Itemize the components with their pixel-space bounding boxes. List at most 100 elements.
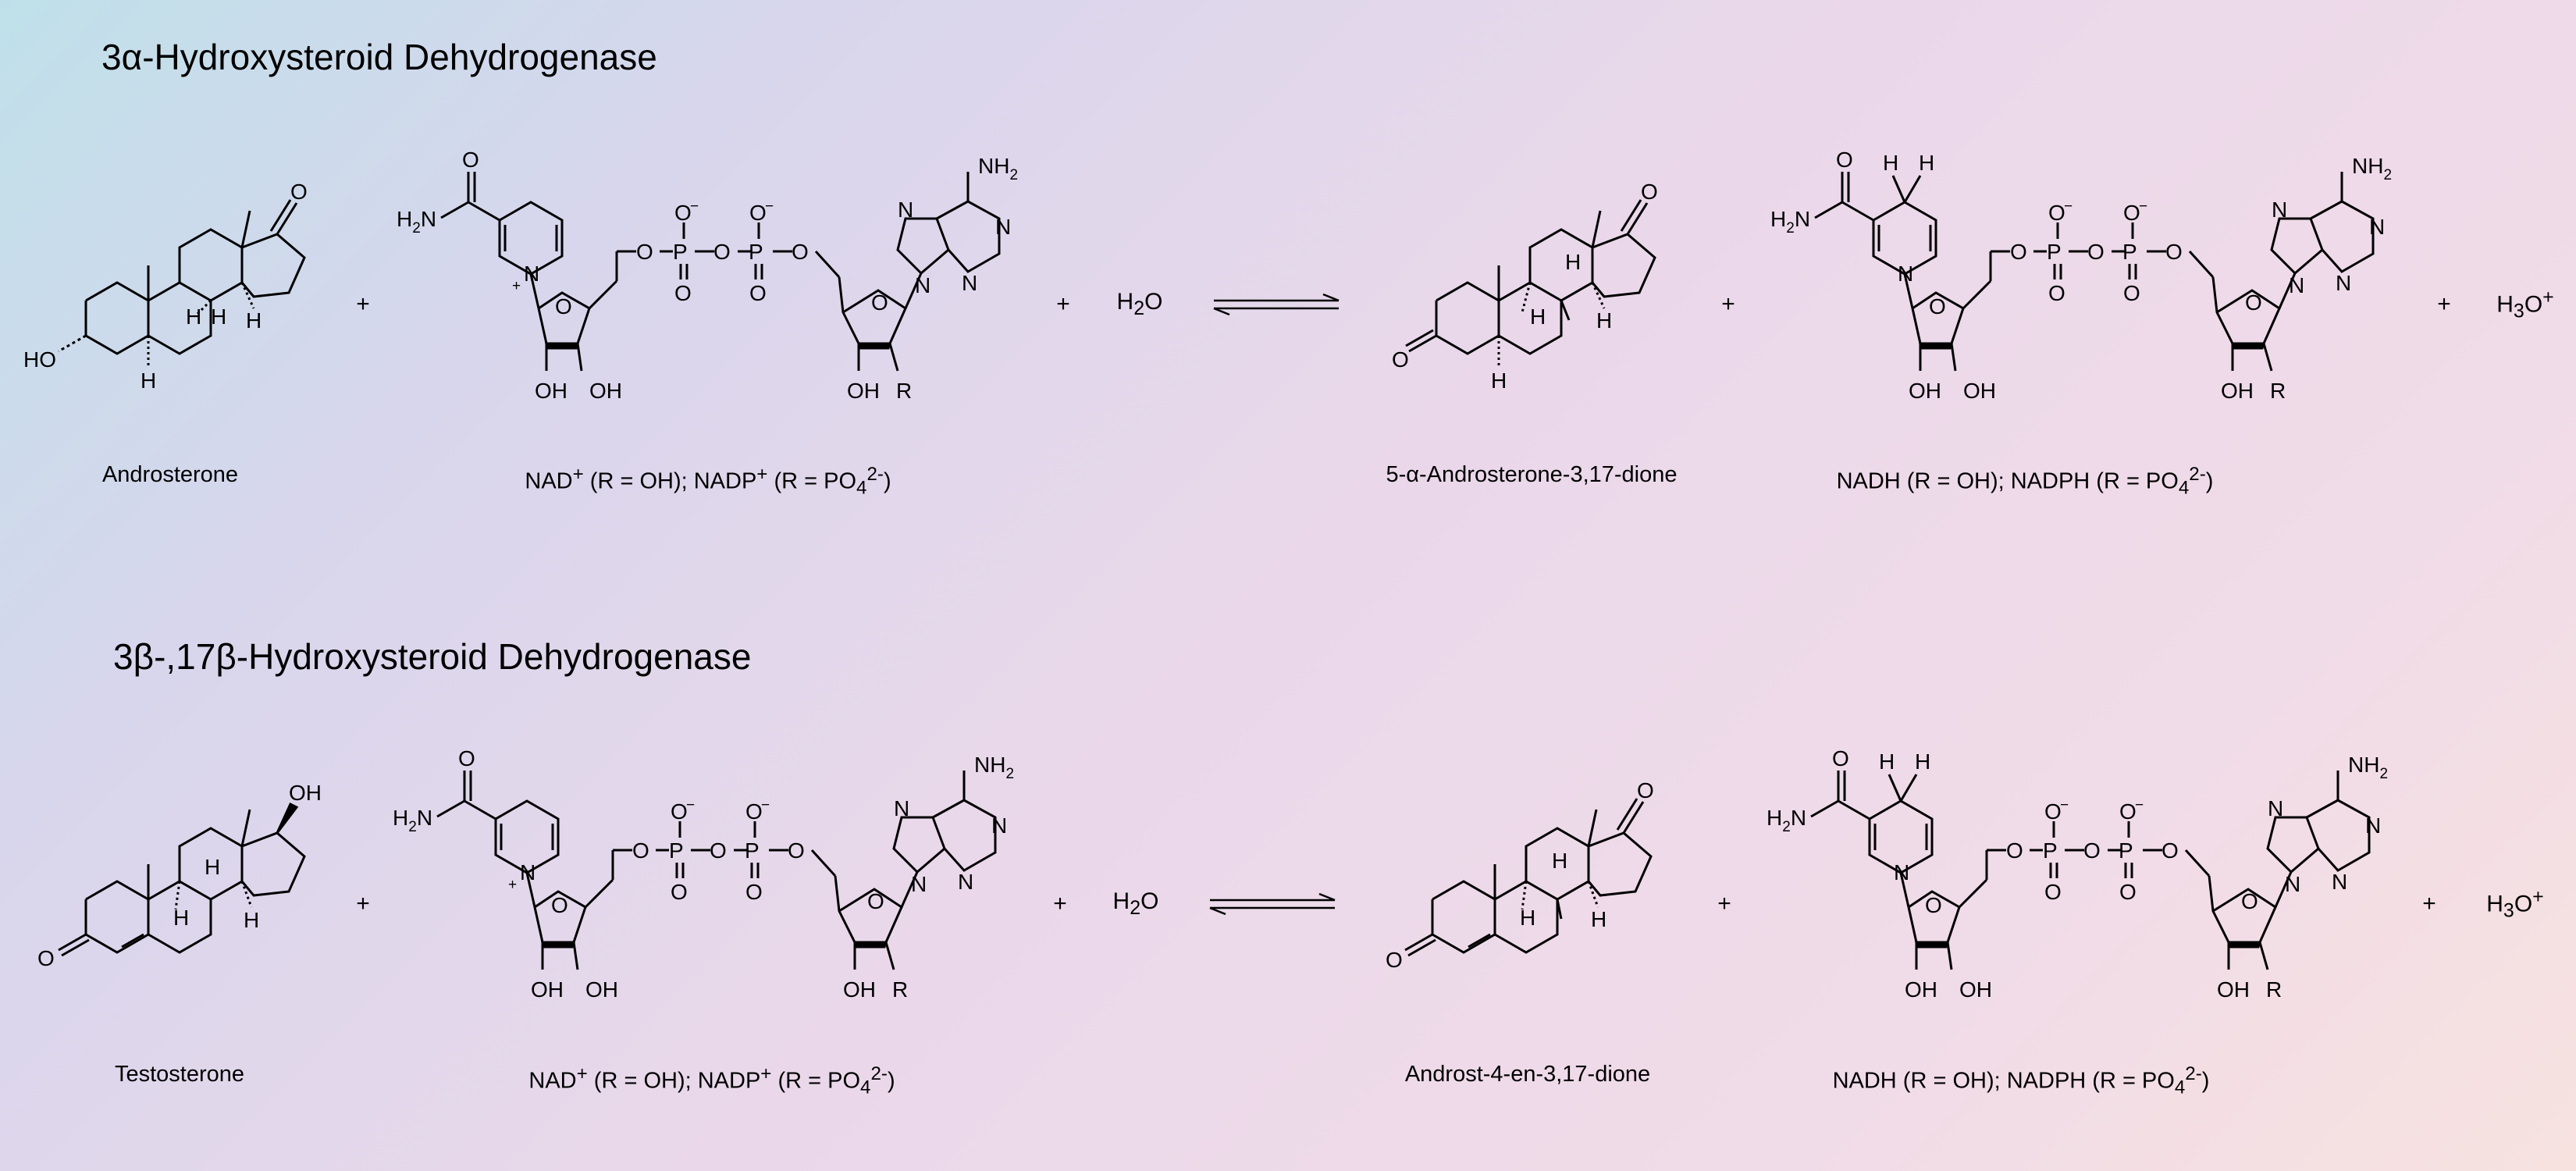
product-label-1: 5-α-Androsterone-3,17-dione bbox=[1386, 462, 1678, 487]
o-label: O bbox=[2048, 281, 2065, 305]
ring-o: O bbox=[2245, 290, 2262, 315]
lbl: + bbox=[572, 464, 584, 485]
lbl: 3 bbox=[113, 636, 133, 677]
lbl: H bbox=[2486, 891, 2503, 917]
lbl: 4 bbox=[2178, 477, 2190, 499]
lbl: O bbox=[1144, 289, 1163, 315]
o-label: O bbox=[2006, 838, 2023, 863]
plus-sign: + bbox=[2422, 891, 2436, 917]
o-label: O bbox=[2048, 201, 2065, 225]
amide-o: O bbox=[1832, 746, 1849, 771]
o-label: O bbox=[2087, 240, 2105, 264]
lbl: -,17 bbox=[154, 636, 216, 677]
lbl: -Hydroxysteroid Dehydrogenase bbox=[236, 636, 752, 677]
h-label: H bbox=[244, 908, 259, 932]
ring-o: O bbox=[555, 294, 572, 319]
lbl: 3 bbox=[2503, 899, 2514, 922]
h-label: H bbox=[205, 855, 220, 879]
water: H2O bbox=[1113, 888, 1159, 920]
plus-sign: + bbox=[356, 891, 370, 917]
reduced-label-1: NADH (R = OH); NADPH (R = PO42-) bbox=[1837, 464, 2214, 499]
minus: − bbox=[690, 198, 699, 215]
h-label: H bbox=[1565, 250, 1581, 274]
amide-n: H2N bbox=[1770, 207, 1810, 237]
lbl: NAD bbox=[525, 468, 573, 494]
h-label: H bbox=[1919, 151, 1934, 175]
oh-label: OH bbox=[847, 379, 880, 403]
o-label: O bbox=[792, 240, 809, 264]
o-label: O bbox=[2044, 799, 2062, 824]
o-label: O bbox=[788, 838, 805, 863]
h-label: H bbox=[1520, 906, 1535, 930]
o-label: O bbox=[2119, 799, 2137, 824]
nh2-label: NH2 bbox=[2348, 753, 2388, 782]
lbl: 2- bbox=[2185, 1063, 2202, 1084]
o-label: O bbox=[1386, 948, 1403, 972]
o-label: O bbox=[745, 799, 763, 824]
lbl: 2- bbox=[2189, 464, 2206, 485]
lbl: β bbox=[215, 636, 237, 677]
lbl: 4 bbox=[2174, 1077, 2186, 1098]
nh2-label: NH2 bbox=[974, 753, 1014, 782]
p-label: P bbox=[2043, 838, 2058, 863]
h-label: H bbox=[173, 906, 189, 930]
h-label: H bbox=[211, 304, 226, 329]
o-label: O bbox=[2161, 838, 2179, 863]
n-label: N bbox=[2336, 271, 2351, 295]
ring-o: O bbox=[871, 290, 888, 315]
equilibrium-arrow bbox=[1209, 892, 1336, 916]
o-label: O bbox=[710, 838, 727, 863]
h-label: H bbox=[246, 308, 262, 333]
lbl: H bbox=[2496, 291, 2514, 318]
n-label: N bbox=[962, 271, 977, 295]
substrate-label-1: Androsterone bbox=[101, 462, 239, 487]
plus-sign: + bbox=[356, 291, 370, 317]
p-label: P bbox=[669, 838, 684, 863]
amide-n: H2N bbox=[393, 806, 432, 835]
n-label: N bbox=[898, 198, 913, 222]
lbl: (R = OH); NADP bbox=[583, 468, 757, 494]
lbl: + bbox=[2532, 885, 2544, 908]
n-label: N bbox=[915, 273, 930, 297]
o-label: O bbox=[632, 838, 649, 863]
p-label: P bbox=[2119, 838, 2133, 863]
o-label: O bbox=[674, 201, 692, 225]
lbl: + bbox=[576, 1063, 588, 1084]
oh-label: OH bbox=[1905, 977, 1937, 1002]
lbl: (R = PO bbox=[771, 1068, 861, 1094]
plus-sign: + bbox=[1717, 891, 1731, 917]
title-suffix: -Hydroxysteroid Dehydrogenase bbox=[142, 37, 657, 77]
lbl: ) bbox=[883, 468, 891, 494]
lbl: ) bbox=[2205, 468, 2214, 494]
reaction-2-title: 3β-,17β-Hydroxysteroid Dehydrogenase bbox=[113, 635, 751, 678]
plus-sign: + bbox=[1721, 291, 1735, 317]
hydronium: H3O+ bbox=[2496, 287, 2554, 323]
pyridinium-n: N bbox=[520, 860, 535, 884]
oh-label: OH bbox=[589, 379, 622, 403]
water: H2O bbox=[1117, 289, 1163, 320]
h-label: H bbox=[1915, 749, 1930, 774]
lbl: β bbox=[133, 636, 155, 677]
o-label: O bbox=[1637, 778, 1654, 803]
ring-o: O bbox=[1925, 893, 1942, 917]
o-label: O bbox=[674, 281, 692, 305]
ring-o: O bbox=[1929, 294, 1946, 319]
amide-n: H2N bbox=[1767, 806, 1806, 835]
o-label: O bbox=[1392, 347, 1409, 372]
lbl: NADH (R = OH); NADPH (R = PO bbox=[1832, 1068, 2175, 1094]
p-label: P bbox=[673, 240, 688, 264]
n-charge: + bbox=[512, 278, 521, 294]
n-label: N bbox=[894, 796, 909, 820]
o-label: O bbox=[713, 240, 731, 264]
lbl: + bbox=[2542, 286, 2554, 308]
r-label: R bbox=[2266, 977, 2282, 1002]
o-label: O bbox=[1641, 180, 1658, 204]
lbl: 4 bbox=[860, 1077, 871, 1098]
lbl: 2 bbox=[1130, 897, 1141, 919]
ring-o: O bbox=[551, 893, 568, 917]
oh-label: HO bbox=[23, 347, 56, 372]
lbl: O bbox=[2524, 291, 2543, 318]
